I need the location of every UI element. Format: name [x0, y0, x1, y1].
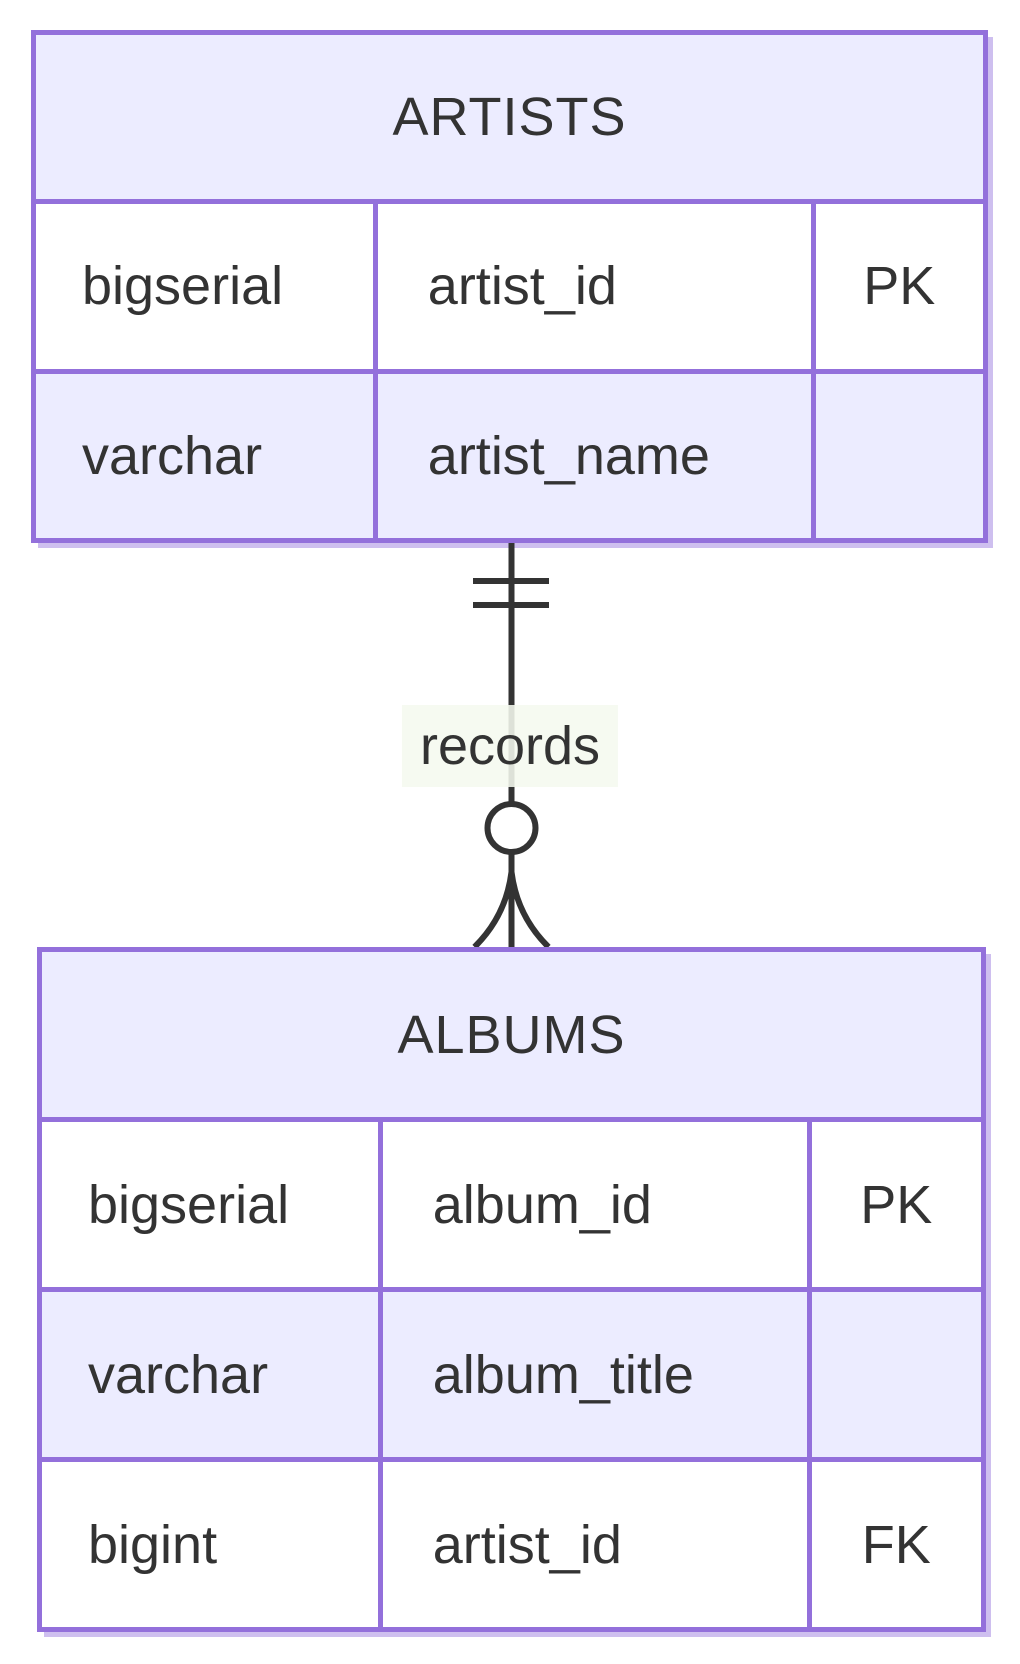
attr-type-cell: varchar — [36, 373, 373, 538]
attr-type-cell: bigint — [42, 1462, 378, 1627]
relationship-label: records — [401, 705, 619, 787]
attr-name-cell: album_id — [382, 1122, 807, 1287]
entity-artists-table: ARTISTS bigserial artist_id PK varchar a… — [31, 30, 988, 543]
attr-type-cell: bigserial — [42, 1122, 378, 1287]
attr-key-cell — [811, 1292, 981, 1457]
attr-type-cell: varchar — [42, 1292, 378, 1457]
crowfoot-icon — [472, 852, 551, 947]
cardinality-one-icon — [473, 578, 549, 608]
cardinality-zero-or-many-icon — [472, 801, 551, 947]
attr-name-cell: artist_name — [377, 373, 811, 538]
attr-type-cell: bigserial — [36, 204, 373, 369]
attr-key-cell: PK — [815, 204, 983, 369]
attr-name-cell: artist_id — [377, 204, 811, 369]
attr-key-cell — [815, 373, 983, 538]
entity-albums-title: ALBUMS — [42, 952, 981, 1117]
attr-name-cell: album_title — [382, 1292, 807, 1457]
attr-key-cell: PK — [811, 1122, 981, 1287]
attr-key-cell: FK — [811, 1462, 981, 1627]
entity-artists-title: ARTISTS — [36, 35, 983, 200]
attr-name-cell: artist_id — [382, 1462, 807, 1627]
entity-albums-table: ALBUMS bigserial album_id PK varchar alb… — [37, 947, 986, 1632]
zero-circle-icon — [484, 801, 539, 855]
